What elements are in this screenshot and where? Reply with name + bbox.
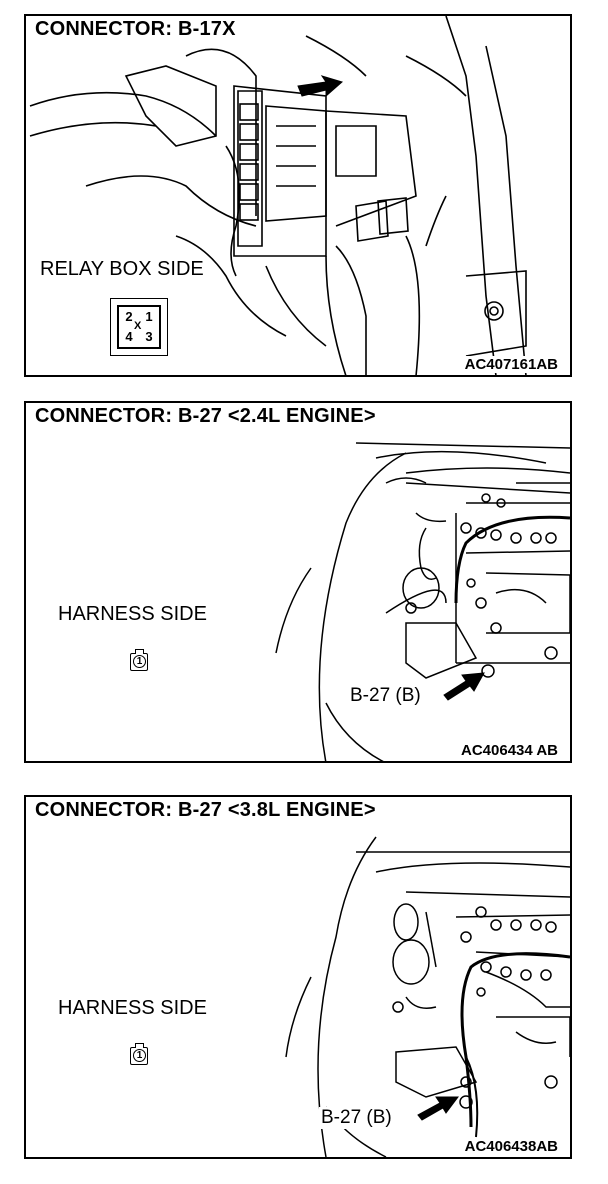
engine-bay-illustration bbox=[285, 836, 570, 1157]
pin-1: 1 bbox=[133, 655, 146, 668]
connector-panel-b17x: CONNECTOR: B-17X bbox=[24, 14, 572, 377]
figure-code: AC406434 AB bbox=[459, 742, 560, 759]
engine-bay-illustration bbox=[275, 442, 570, 761]
pin-3: 3 bbox=[145, 329, 153, 344]
relay-box-illustration bbox=[29, 16, 527, 375]
connector-face: 2 1 4 3 X bbox=[117, 305, 161, 349]
pin-4: 4 bbox=[125, 329, 133, 344]
connector-panel-b27-24l: CONNECTOR: B-27 <2.4L ENGINE> bbox=[24, 401, 572, 763]
pin-center-mark: X bbox=[134, 320, 142, 332]
figure-code: AC407161AB bbox=[462, 356, 560, 373]
panel-title: CONNECTOR: B-27 <3.8L ENGINE> bbox=[32, 799, 379, 822]
panel-title: CONNECTOR: B-27 <2.4L ENGINE> bbox=[32, 405, 379, 428]
connector-panel-b27-38l: CONNECTOR: B-27 <3.8L ENGINE> bbox=[24, 795, 572, 1159]
connector-pin-diagram: 1 bbox=[130, 1043, 148, 1065]
connector-pin-diagram: 1 bbox=[130, 649, 148, 671]
panel-title: CONNECTOR: B-17X bbox=[32, 18, 239, 41]
pin-2: 2 bbox=[125, 309, 133, 324]
side-label: RELAY BOX SIDE bbox=[38, 258, 206, 281]
connector-callout: B-27 (B) bbox=[348, 685, 423, 707]
connector-callout: B-27 (B) bbox=[319, 1107, 394, 1129]
side-label: HARNESS SIDE bbox=[56, 603, 209, 626]
pin-1: 1 bbox=[133, 1049, 146, 1062]
side-label: HARNESS SIDE bbox=[56, 997, 209, 1020]
pin-1: 1 bbox=[145, 309, 153, 324]
connector-pin-diagram: 2 1 4 3 X bbox=[110, 298, 168, 356]
figure-code: AC406438AB bbox=[462, 1138, 560, 1155]
